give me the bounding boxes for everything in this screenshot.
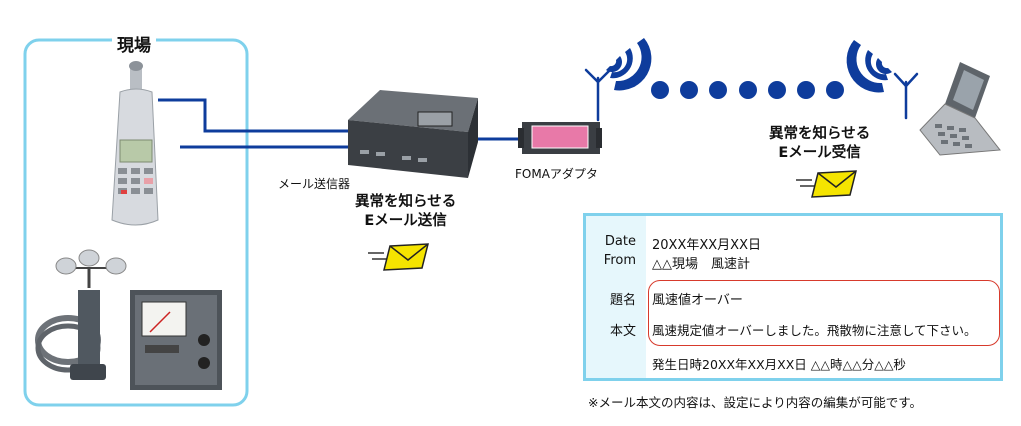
foma-adapter-label: FOMAアダプタ (515, 167, 598, 181)
email-occurred-value: 発生日時20XX年XX月XX日 △△時△△分△△秒 (652, 357, 906, 372)
send-message-line2: Eメール送信 (364, 213, 447, 229)
email-date-value: 20XX年XX月XX日 (652, 238, 761, 253)
email-label-column (586, 216, 646, 378)
mail-sender-device-icon (348, 90, 478, 178)
site-title: 現場 (112, 31, 156, 56)
antenna-right-icon (893, 72, 919, 120)
receive-mail-envelope-icon (796, 170, 857, 198)
footnote: ※メール本文の内容は、設定により内容の編集が可能です。 (588, 395, 922, 410)
mail-sender-label: メール送信器 (278, 177, 351, 191)
mobile-phone-icon (919, 62, 1001, 156)
send-message-line1: 異常を知らせる (355, 194, 457, 210)
foma-adapter-icon (518, 122, 602, 154)
email-preview-card: Date 20XX年XX月XX日 From △△現場 風速計 題名 風速値オーバ… (583, 213, 1003, 381)
wind-indicator-icon (130, 290, 222, 390)
receive-message: 異常を知らせる Eメール受信 (769, 125, 870, 163)
email-subject-value: 風速値オーバー (652, 293, 743, 308)
signal-waves-right-icon (846, 40, 892, 93)
signal-waves-icon (606, 38, 652, 91)
email-highlight-box (648, 280, 1000, 346)
transmission-dots (651, 81, 844, 99)
email-from-label: From (603, 253, 636, 268)
receive-message-line1: 異常を知らせる (769, 126, 871, 142)
send-message: 異常を知らせる Eメール送信 (355, 193, 456, 231)
email-subject-label: 題名 (609, 293, 636, 308)
send-mail-envelope-icon (368, 243, 429, 271)
email-date-label: Date (604, 234, 636, 249)
anemometer-icon (35, 249, 127, 380)
email-body-label: 本文 (609, 324, 636, 339)
sound-level-meter-icon (111, 61, 159, 226)
email-from-value: △△現場 風速計 (652, 257, 750, 272)
antenna-icon (584, 68, 612, 122)
receive-message-line2: Eメール受信 (778, 145, 861, 161)
email-body-value: 風速規定値オーバーしました。飛散物に注意して下さい。 (652, 323, 977, 338)
